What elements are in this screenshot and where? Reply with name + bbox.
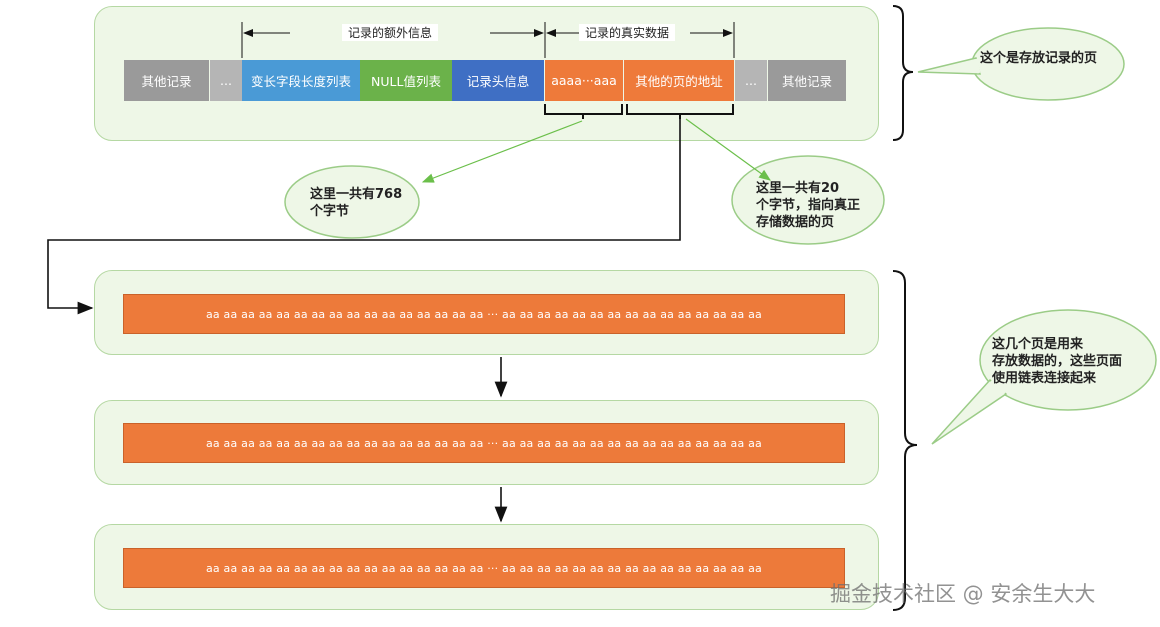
callout-bubble-linked-pages (979, 309, 1157, 411)
watermark: 掘金技术社区 @ 安余生大大 (830, 582, 1096, 606)
callout-768-text: 这里一共有768 个字节 (310, 187, 403, 219)
brace-partial-data (544, 104, 623, 119)
callout-arrow-768 (421, 120, 583, 183)
callout-arrow-20 (685, 118, 771, 181)
brace-record-page (892, 5, 914, 141)
brace-page-address (626, 104, 734, 119)
cell-ellipsis-right: ... (735, 60, 767, 101)
callout-linked-pages-text: 这几个页是用来 存放数据的，这些页面 使用链表连接起来 (992, 337, 1123, 386)
cell-null-list: NULL值列表 (360, 60, 452, 101)
brace-overflow-pages (892, 270, 918, 611)
overflow-data-bar-3: aa aa aa aa aa aa aa aa aa aa aa aa aa a… (123, 548, 845, 588)
extra-info-label: 记录的额外信息 (342, 24, 439, 41)
cell-record-header: 记录头信息 (452, 60, 544, 101)
cell-other-record-left: 其他记录 (124, 60, 209, 101)
cell-ellipsis-left: ... (210, 60, 242, 101)
record-page-note: 这个是存放记录的页 (980, 51, 1098, 66)
callout-bubble-768 (284, 165, 420, 239)
page-pointer-line (47, 119, 681, 315)
overflow-data-bar-1: aa aa aa aa aa aa aa aa aa aa aa aa aa a… (123, 294, 845, 334)
callout-20-text: 这里一共有20 个字节，指向真正 存储数据的页 (756, 181, 861, 230)
real-data-label: 记录的真实数据 (579, 24, 676, 41)
cell-other-page-address: 其他的页的地址 (624, 60, 734, 101)
cell-other-record-right: 其他记录 (768, 60, 846, 101)
cell-partial-data: aaaa···aaa (545, 60, 623, 101)
overflow-data-bar-2: aa aa aa aa aa aa aa aa aa aa aa aa aa a… (123, 423, 845, 463)
cell-variable-length-list: 变长字段长度列表 (242, 60, 360, 101)
